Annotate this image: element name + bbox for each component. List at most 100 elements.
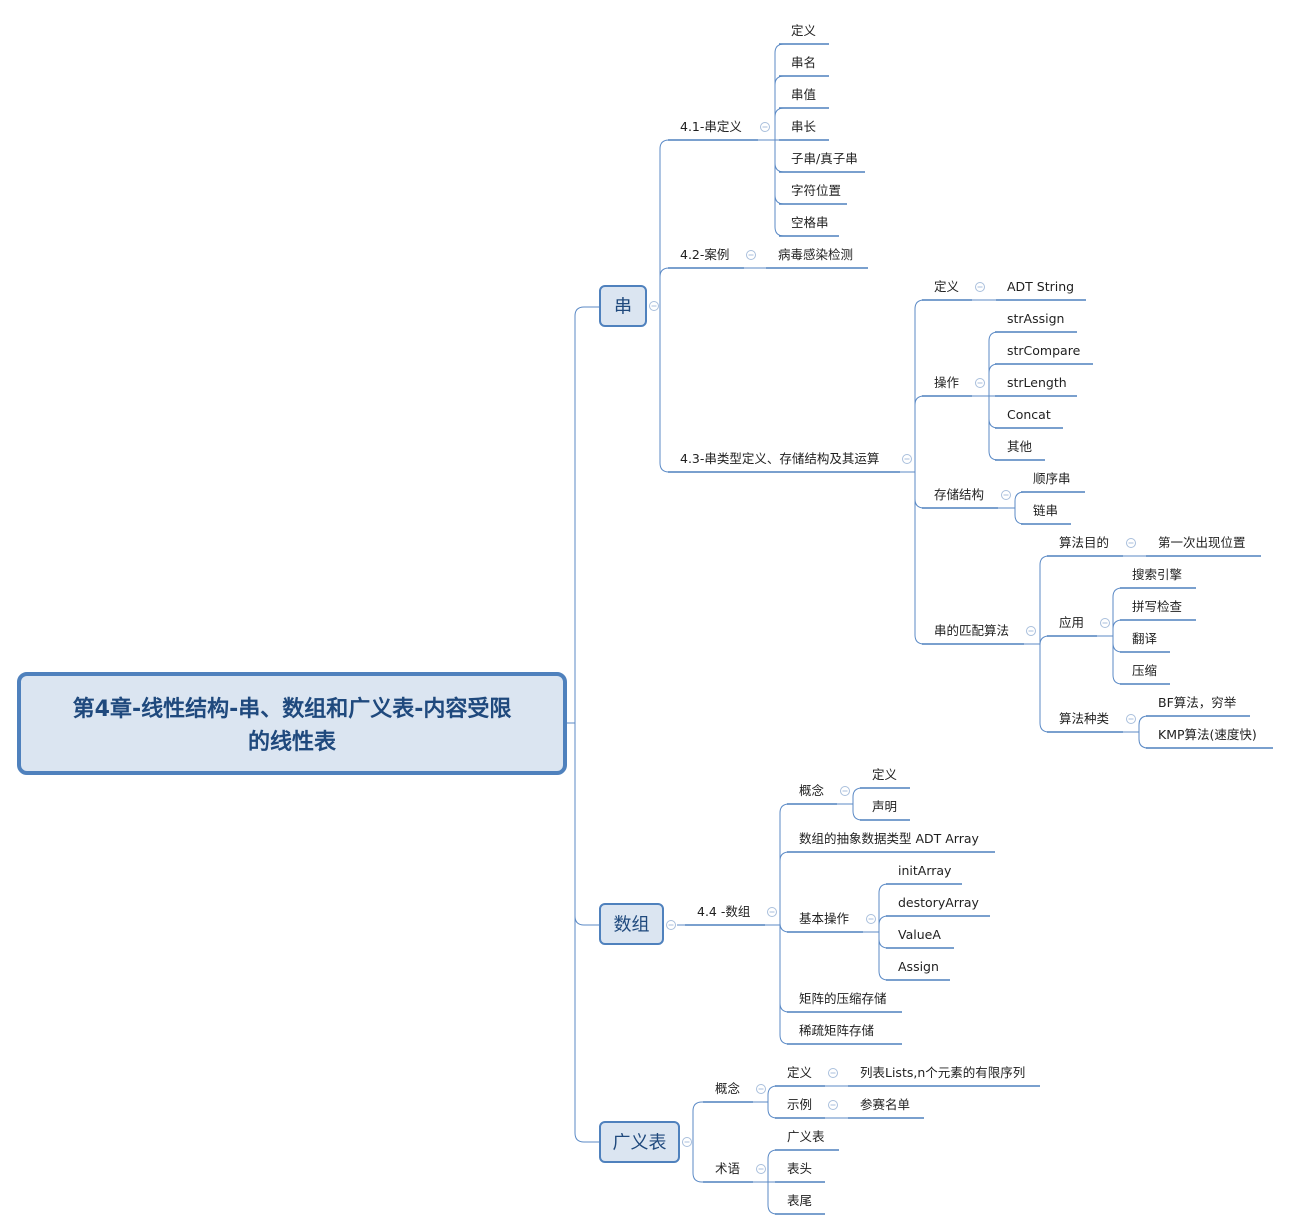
root-topic-box (17, 672, 567, 775)
node-gy-terms-item-1[interactable]: 广义表 (775, 1129, 839, 1151)
node-4-3-storage-item-2[interactable]: 链串 (1021, 503, 1071, 525)
node-4-3-collapse-toggle[interactable] (902, 454, 912, 464)
node-4-1-item-4[interactable]: 串长 (779, 119, 829, 141)
node-4-1-item-2[interactable]: 串名 (779, 55, 829, 77)
node-4-2-item-1[interactable]: 病毒感染检测 (766, 247, 868, 269)
node-4-3-def-item-1[interactable]: ADT String (996, 279, 1086, 301)
node-4-4-concept-item-1[interactable]: 定义 (860, 767, 910, 789)
node-4-4-label: 4.4 -数组 (697, 904, 750, 919)
node-4-1-item-5[interactable]: 子串/真子串 (779, 151, 865, 173)
node-match-app[interactable]: 应用 (1047, 615, 1097, 637)
node-gy-example-item-1[interactable]: 参赛名单 (848, 1097, 924, 1119)
node-4-3-ops-item-2-label: strCompare (1007, 343, 1081, 358)
node-4-3-storage[interactable]: 存储结构 (922, 487, 998, 509)
node-4-3-def[interactable]: 定义 (922, 279, 972, 301)
node-4-3[interactable]: 4.3-串类型定义、存储结构及其运算 (668, 451, 900, 473)
node-gy-def-item-1[interactable]: 列表Lists,n个元素的有限序列 (848, 1065, 1040, 1087)
node-4-4-adt[interactable]: 数组的抽象数据类型 ADT Array (787, 831, 995, 853)
node-4-4-concept-collapse-toggle[interactable] (840, 786, 850, 796)
node-match-kinds-collapse-toggle[interactable] (1126, 714, 1136, 724)
node-4-1-item-1[interactable]: 定义 (779, 23, 829, 45)
node-match-app-item-4[interactable]: 压缩 (1120, 663, 1170, 685)
node-4-1-collapse-toggle[interactable] (760, 122, 770, 132)
node-match-goal-label: 算法目的 (1059, 535, 1109, 550)
topic-chuan[interactable]: 串 (599, 285, 647, 327)
node-gy-terms-item-2[interactable]: 表头 (775, 1161, 825, 1183)
node-4-3-ops-item-1-label: strAssign (1007, 311, 1064, 326)
node-4-3-def-label: 定义 (934, 279, 960, 294)
node-gy-example[interactable]: 示例 (775, 1097, 825, 1119)
node-4-3-ops-item-5[interactable]: 其他 (995, 439, 1045, 461)
node-gy-example-collapse-toggle[interactable] (828, 1100, 838, 1110)
node-gy-concept-collapse-toggle[interactable] (756, 1084, 766, 1094)
node-4-4-sparse-label: 稀疏矩阵存储 (799, 1023, 874, 1038)
node-4-3-def-item-1-label: ADT String (1007, 279, 1074, 294)
node-4-4-collapse-toggle[interactable] (767, 907, 777, 917)
node-4-4[interactable]: 4.4 -数组 (685, 904, 765, 926)
node-match-kinds[interactable]: 算法种类 (1047, 711, 1123, 733)
topic-guangyi-collapse-toggle[interactable] (682, 1137, 692, 1147)
node-match-goal-collapse-toggle[interactable] (1126, 538, 1136, 548)
node-4-2[interactable]: 4.2-案例 (668, 247, 744, 269)
node-4-4-basic-item-1[interactable]: initArray (886, 863, 962, 885)
node-match-app-item-3-label: 翻译 (1132, 631, 1158, 646)
node-gy-terms-collapse-toggle[interactable] (756, 1164, 766, 1174)
node-4-3-match-collapse-toggle[interactable] (1026, 626, 1036, 636)
node-4-4-concept-label: 概念 (799, 783, 825, 798)
node-gy-def[interactable]: 定义 (775, 1065, 825, 1087)
node-4-3-storage-collapse-toggle[interactable] (1001, 490, 1011, 500)
topic-guangyi[interactable]: 广义表 (599, 1121, 680, 1163)
topic-chuan-collapse-toggle[interactable] (649, 301, 659, 311)
node-4-4-basic-item-4[interactable]: Assign (886, 959, 950, 981)
node-gy-terms-item-3[interactable]: 表尾 (775, 1193, 825, 1215)
node-match-app-item-2[interactable]: 拼写检查 (1120, 599, 1196, 621)
node-4-3-ops-collapse-toggle[interactable] (975, 378, 985, 388)
node-4-3-ops-item-4[interactable]: Concat (995, 407, 1063, 429)
node-4-1-item-6[interactable]: 字符位置 (779, 183, 847, 205)
node-4-4-basic-item-3[interactable]: ValueA (886, 927, 954, 949)
node-4-1-item-6-label: 字符位置 (791, 183, 841, 198)
node-4-4-sparse[interactable]: 稀疏矩阵存储 (787, 1023, 902, 1045)
node-4-4-basic-collapse-toggle[interactable] (866, 914, 876, 924)
node-4-3-storage-item-1[interactable]: 顺序串 (1021, 471, 1085, 493)
node-4-1-item-7[interactable]: 空格串 (779, 215, 839, 237)
node-gy-concept[interactable]: 概念 (703, 1081, 753, 1103)
node-match-app-item-3[interactable]: 翻译 (1120, 631, 1170, 653)
topic-guangyi-box (599, 1121, 680, 1163)
node-4-4-basic-item-3-label: ValueA (898, 927, 941, 942)
node-4-1-item-3-label: 串值 (791, 87, 816, 102)
node-4-4-concept-item-2[interactable]: 声明 (860, 799, 910, 821)
node-4-4-basic-item-2[interactable]: destoryArray (886, 895, 990, 917)
node-4-4-concept[interactable]: 概念 (787, 783, 837, 805)
node-4-3-ops-item-3[interactable]: strLength (995, 375, 1077, 397)
node-4-3-ops-item-1[interactable]: strAssign (995, 311, 1077, 333)
node-4-4-compress[interactable]: 矩阵的压缩存储 (787, 991, 902, 1013)
node-match-app-collapse-toggle[interactable] (1100, 618, 1110, 628)
topic-shuzu[interactable]: 数组 (599, 903, 664, 945)
node-4-1-item-1-label: 定义 (791, 23, 817, 38)
node-4-2-item-1-label: 病毒感染检测 (778, 247, 853, 262)
node-4-3-match[interactable]: 串的匹配算法 (922, 623, 1024, 645)
node-4-3-match-label: 串的匹配算法 (934, 623, 1009, 638)
node-4-3-ops-item-2[interactable]: strCompare (995, 343, 1093, 365)
node-match-kinds-item-1[interactable]: BF算法，穷举 (1146, 695, 1250, 717)
node-gy-terms[interactable]: 术语 (703, 1161, 753, 1183)
node-4-3-def-collapse-toggle[interactable] (975, 282, 985, 292)
node-4-3-ops[interactable]: 操作 (922, 375, 972, 397)
node-4-2-collapse-toggle[interactable] (746, 250, 756, 260)
topic-shuzu-box (599, 903, 664, 945)
node-4-1-item-3[interactable]: 串值 (779, 87, 829, 109)
node-match-kinds-item-2[interactable]: KMP算法(速度快) (1146, 727, 1273, 749)
node-4-4-basic-label: 基本操作 (799, 911, 850, 926)
node-match-goal[interactable]: 算法目的 (1047, 535, 1123, 557)
node-gy-def-collapse-toggle[interactable] (828, 1068, 838, 1078)
node-match-goal-item-1[interactable]: 第一次出现位置 (1146, 535, 1261, 557)
node-match-app-item-1[interactable]: 搜索引擎 (1120, 567, 1196, 589)
node-4-4-basic[interactable]: 基本操作 (787, 911, 863, 933)
topic-shuzu-collapse-toggle[interactable] (666, 920, 676, 930)
topic-shuzu-label: 数组 (614, 915, 650, 936)
node-4-3-ops-item-3-label: strLength (1007, 375, 1067, 390)
node-4-1[interactable]: 4.1-串定义 (668, 119, 758, 141)
node-4-4-basic-item-4-label: Assign (898, 959, 939, 974)
